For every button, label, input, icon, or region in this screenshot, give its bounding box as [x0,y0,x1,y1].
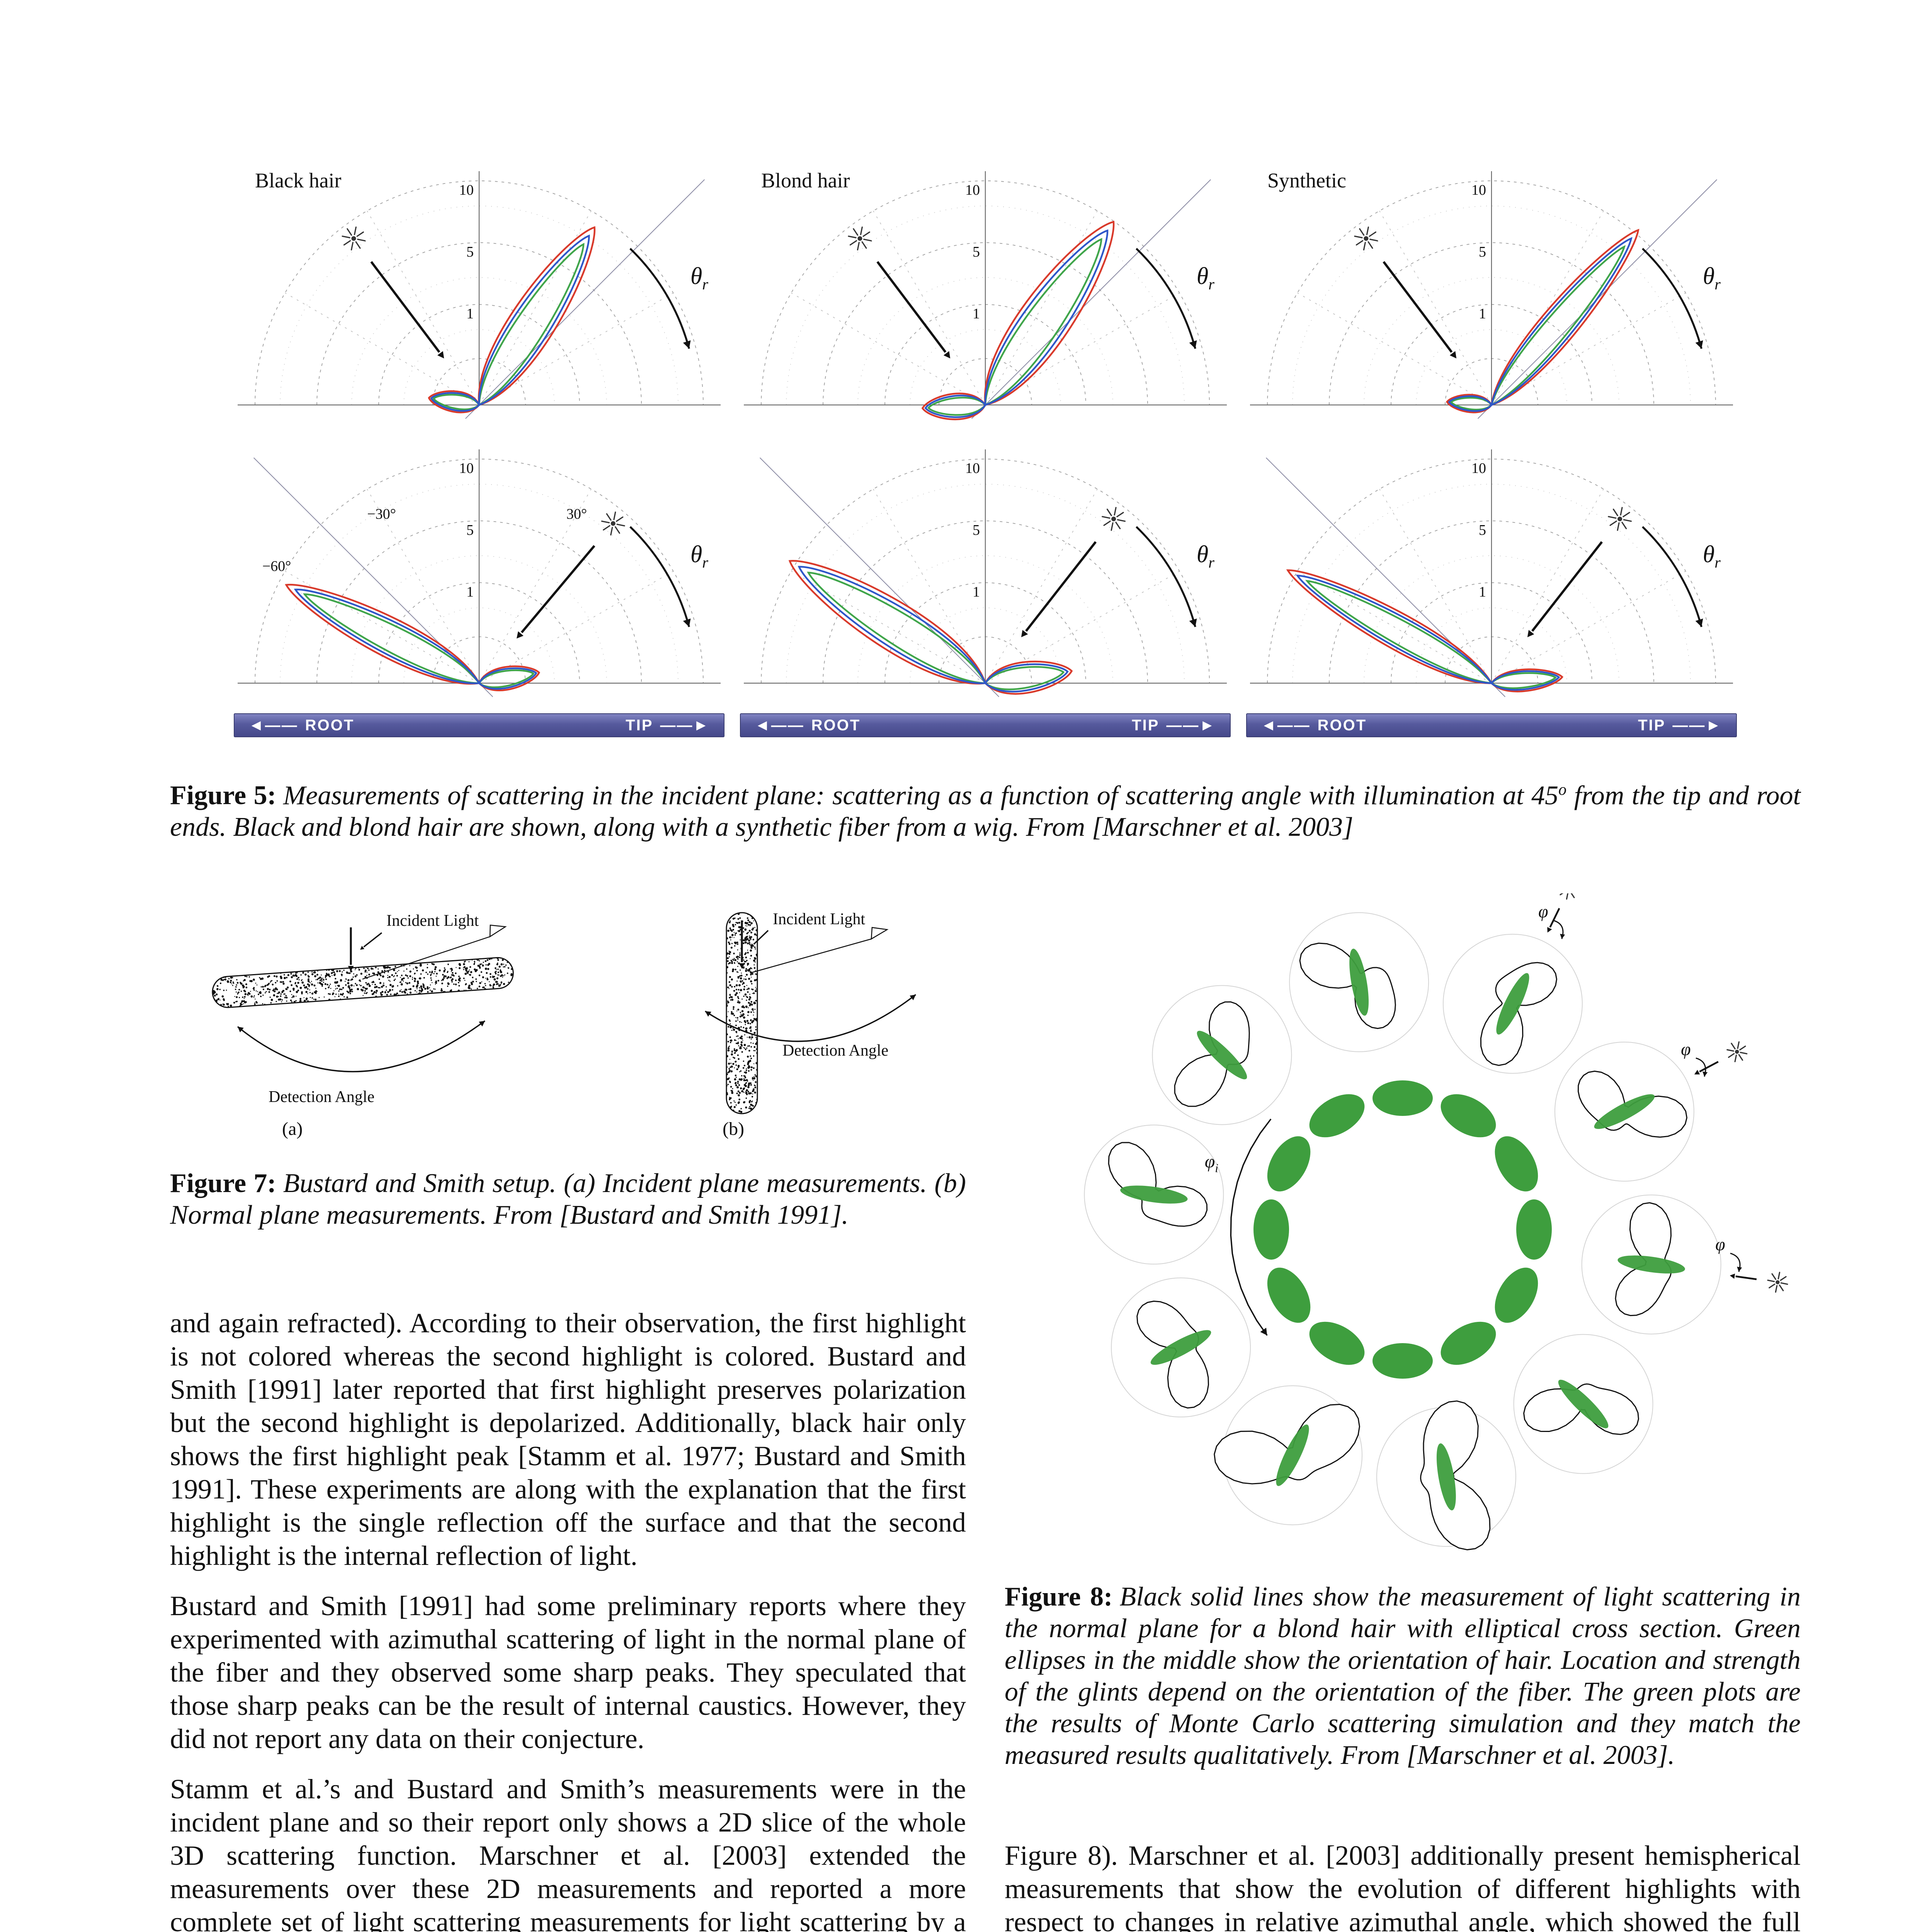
tip-arrow-icon: ——► [660,716,710,734]
tip-label: TIP [1638,716,1666,734]
root-label: ROOT [1317,716,1367,734]
figure5-bars: ◄—— ROOT TIP ——► ◄—— ROOT TIP ——► ◄—— ROOT TI… [234,713,1737,737]
figure-8-glints-diagram: φi φ φ φ [1084,893,1788,1551]
figure7-caption-text: Bustard and Smith setup. (a) Incident pl… [170,1168,966,1230]
svg-text:θr: θr [1197,263,1214,293]
figure5-panel-grid: 10 5 1 Black hair θr 10 5 1 Blond hair θr 10 5 1 Sy… [234,155,1737,703]
root-tip-bar: ◄—— ROOT TIP ——► [740,713,1231,737]
svg-text:φi: φi [1205,1151,1218,1175]
figure8-caption-text: Black solid lines show the measurement o… [1005,1582,1801,1770]
svg-text:5: 5 [1479,522,1486,538]
degree-superscript: o [1558,781,1567,799]
figure5-caption: Figure 5:Measurements of scattering in t… [170,774,1801,843]
root-arrow-icon: ◄—— [755,716,804,734]
figure8-caption-tag: Figure 8: [1005,1582,1113,1612]
root-arrow-icon: ◄—— [248,716,298,734]
figure5-panel-black-hair-root: 10 5 1 −30° 30° −60° θr [238,449,721,697]
svg-text:5: 5 [466,522,474,538]
svg-text:(a): (a) [282,1119,303,1139]
svg-text:Black hair: Black hair [255,169,341,192]
svg-text:(b): (b) [723,1119,744,1139]
svg-text:10: 10 [459,182,474,198]
figure5-caption-tag: Figure 5: [170,781,276,811]
paragraph: and again refracted). According to their… [170,1308,966,1571]
figure7-caption-tag: Figure 7: [170,1168,276,1199]
svg-text:Blond hair: Blond hair [761,169,850,192]
root-tip-bar: ◄—— ROOT TIP ——► [234,713,724,737]
figure5-caption-text-pre: Measurements of scattering in the incide… [283,781,1559,811]
svg-text:θr: θr [1197,541,1214,571]
svg-text:1: 1 [973,584,980,600]
svg-text:−60°: −60° [262,558,291,575]
root-tip-bar: ◄—— ROOT TIP ——► [1246,713,1737,737]
right-column: φi φ φ φ Figure 8:Black solid lines show th… [1005,893,1801,1932]
svg-text:1: 1 [466,584,474,600]
figure5-panel-synthetic-root: 10 5 1 θr [1250,449,1733,697]
svg-text:10: 10 [1471,460,1486,476]
svg-text:5: 5 [973,244,980,260]
svg-text:1: 1 [466,306,474,322]
figure5-caption-text-post: from the tip and root ends. Black and bl… [170,781,1801,842]
tip-label: TIP [626,716,653,734]
svg-text:1: 1 [1479,306,1486,322]
root-label: ROOT [811,716,861,734]
svg-text:φ: φ [1715,1235,1725,1254]
svg-text:10: 10 [459,460,474,476]
figure5-panel-synthetic: 10 5 1 Synthetic θr [1250,169,1733,419]
svg-text:5: 5 [1479,244,1486,260]
svg-text:10: 10 [965,460,980,476]
svg-text:5: 5 [973,522,980,538]
svg-text:−30°: −30° [367,506,396,522]
paragraph: Stamm et al.’s and Bustard and Smith’s m… [170,1774,966,1932]
root-arrow-icon: ◄—— [1261,716,1311,734]
svg-text:Incident Light: Incident Light [386,912,479,930]
root-label: ROOT [305,716,355,734]
svg-text:Detection Angle: Detection Angle [269,1088,374,1106]
svg-text:1: 1 [973,306,980,322]
figure8-caption: Figure 8:Black solid lines show the meas… [1005,1581,1801,1771]
svg-text:30°: 30° [566,506,587,522]
tip-label: TIP [1132,716,1160,734]
svg-text:Detection Angle: Detection Angle [782,1042,888,1060]
svg-text:1: 1 [1479,584,1486,600]
svg-text:Synthetic: Synthetic [1267,169,1346,192]
figure5-panel-black-hair: 10 5 1 Black hair θr [238,169,721,419]
figure7-caption: Figure 7:Bustard and Smith setup. (a) In… [170,1168,966,1231]
svg-text:θr: θr [1703,263,1721,293]
figure5-panel-blond-hair: 10 5 1 Blond hair θr [744,169,1227,420]
svg-text:10: 10 [965,182,980,198]
svg-text:θr: θr [1703,541,1721,571]
svg-text:Incident Light: Incident Light [773,910,865,928]
svg-text:θr: θr [690,541,708,571]
svg-text:φ: φ [1538,901,1548,921]
svg-text:10: 10 [1471,182,1486,198]
paragraph: Bustard and Smith [1991] had some prelim… [170,1590,966,1755]
figure5-panel-blond-hair-root: 10 5 1 θr [744,449,1227,697]
svg-text:5: 5 [466,244,474,260]
tip-arrow-icon: ——► [1672,716,1722,734]
svg-text:θr: θr [690,263,708,293]
svg-text:φ: φ [1681,1039,1690,1059]
paragraph: Figure 8). Marschner et al. [2003] addit… [1005,1840,1801,1932]
figure-5: 10 5 1 Black hair θr 10 5 1 Blond hair θr 10 5 1 Sy… [170,155,1801,843]
tip-arrow-icon: ——► [1166,716,1216,734]
